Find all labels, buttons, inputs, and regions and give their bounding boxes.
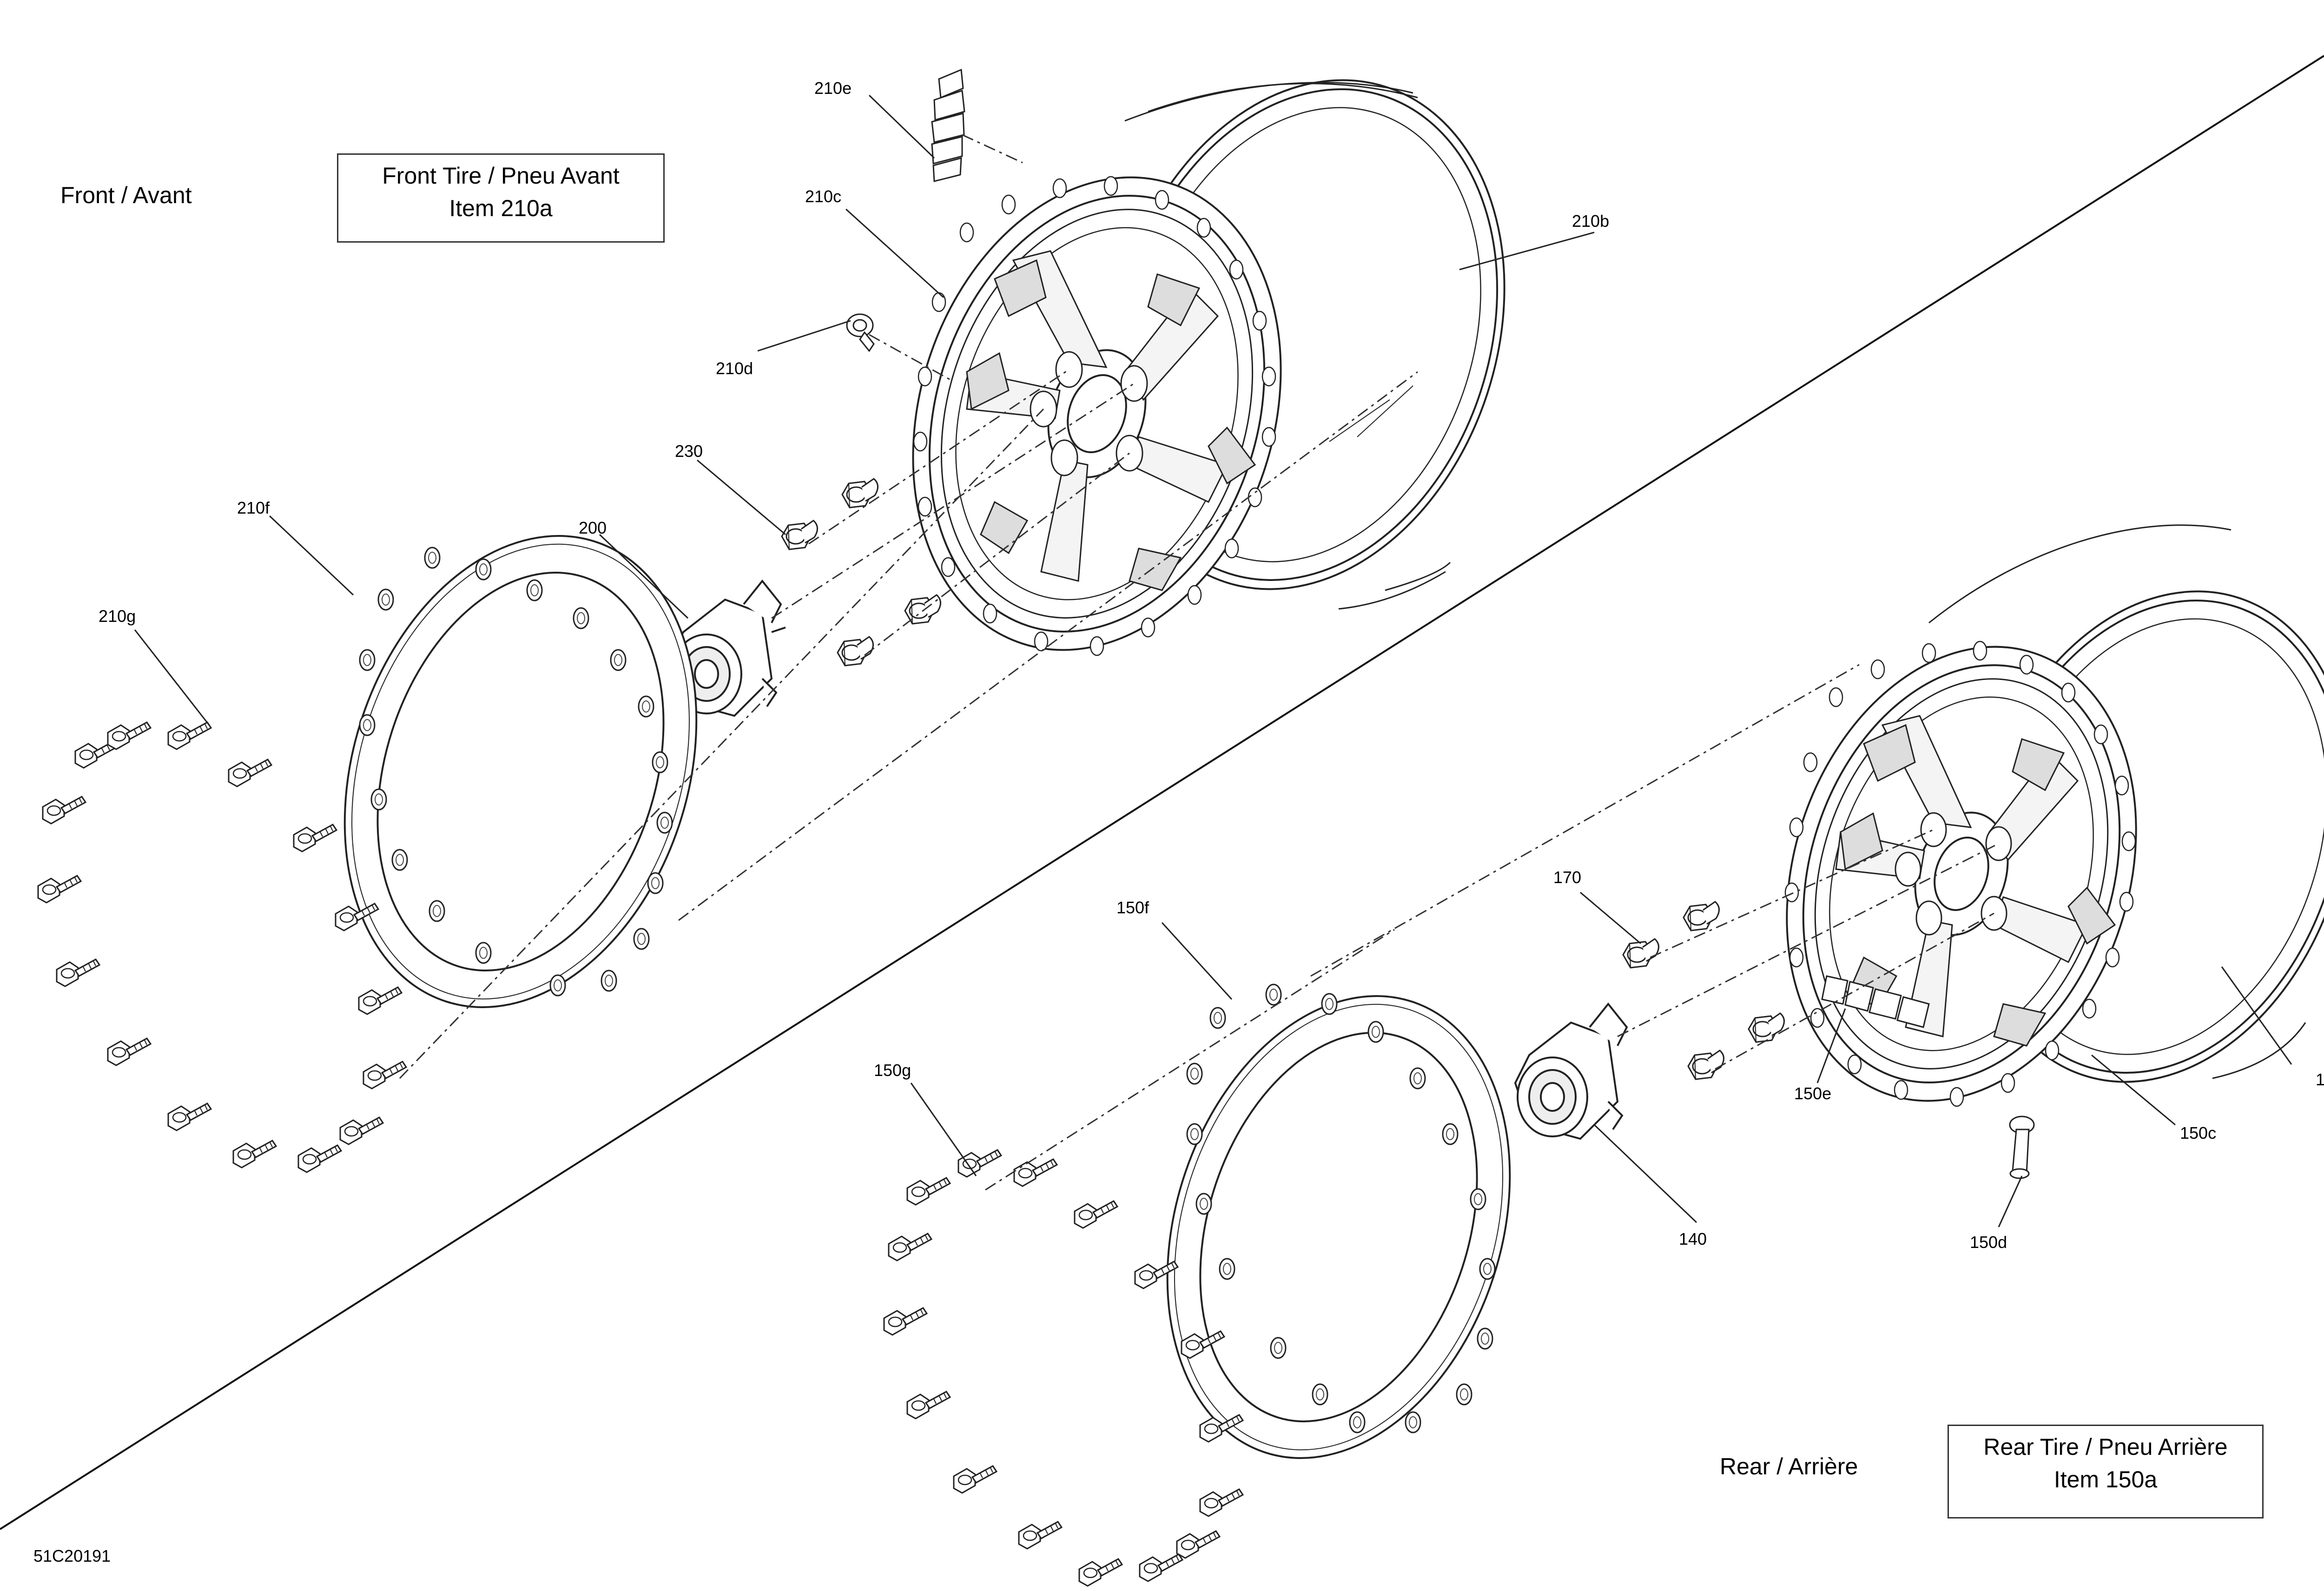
callout-210c: 210c [805,187,842,206]
callout-150b: 150b [2316,1070,2324,1089]
rear-balance-weight-150e [1821,975,1930,1028]
front-section-label: Front / Avant [60,182,192,208]
callout-140: 140 [1679,1229,1707,1248]
callout-150c: 150c [2180,1123,2217,1142]
front-valve-210d [846,313,875,352]
callout-210g: 210g [99,607,136,626]
front-balance-weight-210e [931,68,965,182]
callout-150d: 150d [1970,1233,2007,1252]
rear-valve-150d [2009,1116,2035,1179]
callout-210f: 210f [237,498,270,517]
callout-200: 200 [579,518,607,537]
rear-lug-nut [1687,1050,1725,1080]
rear-tire-item-box: Rear Tire / Pneu Arrière Item 150a [1948,1425,2264,1518]
front-tire-item-box: Front Tire / Pneu Avant Item 210a [337,153,665,243]
rear-lug-nut [1683,901,1720,931]
front-lug-nut [781,520,819,550]
front-tire-title: Front Tire / Pneu Avant [382,163,620,189]
callout-150e: 150e [1794,1084,1832,1103]
leader-lines [134,94,2292,1228]
assembly-lines [399,134,1999,1191]
front-lug-nut [837,636,874,667]
front-beadlock-ring-210f [343,535,698,1008]
rear-section-label: Rear / Arrière [1720,1453,1858,1479]
rear-tire-title: Rear Tire / Pneu Arrière [1983,1434,2228,1460]
callout-170: 170 [1553,868,1582,887]
front-lug-nut [904,594,942,625]
callout-230: 230 [675,442,703,461]
rear-beadlock-ring-150f [1166,995,1511,1459]
drawing-code: 51C20191 [33,1546,111,1565]
callout-150g: 150g [874,1061,911,1080]
callout-210b: 210b [1572,211,1610,231]
rear-hub-140 [1514,1002,1628,1140]
separator-line [0,55,2324,1530]
front-tire-item: Item 210a [449,195,553,221]
callout-150f: 150f [1116,898,1149,917]
front-wheel-face-210c [912,176,1282,656]
callout-210d: 210d [716,359,753,378]
front-lug-nut [841,478,879,508]
rear-lug-nut [1748,1012,1785,1043]
rear-tire-item: Item 150a [2053,1466,2158,1492]
callout-210e: 210e [814,79,852,98]
